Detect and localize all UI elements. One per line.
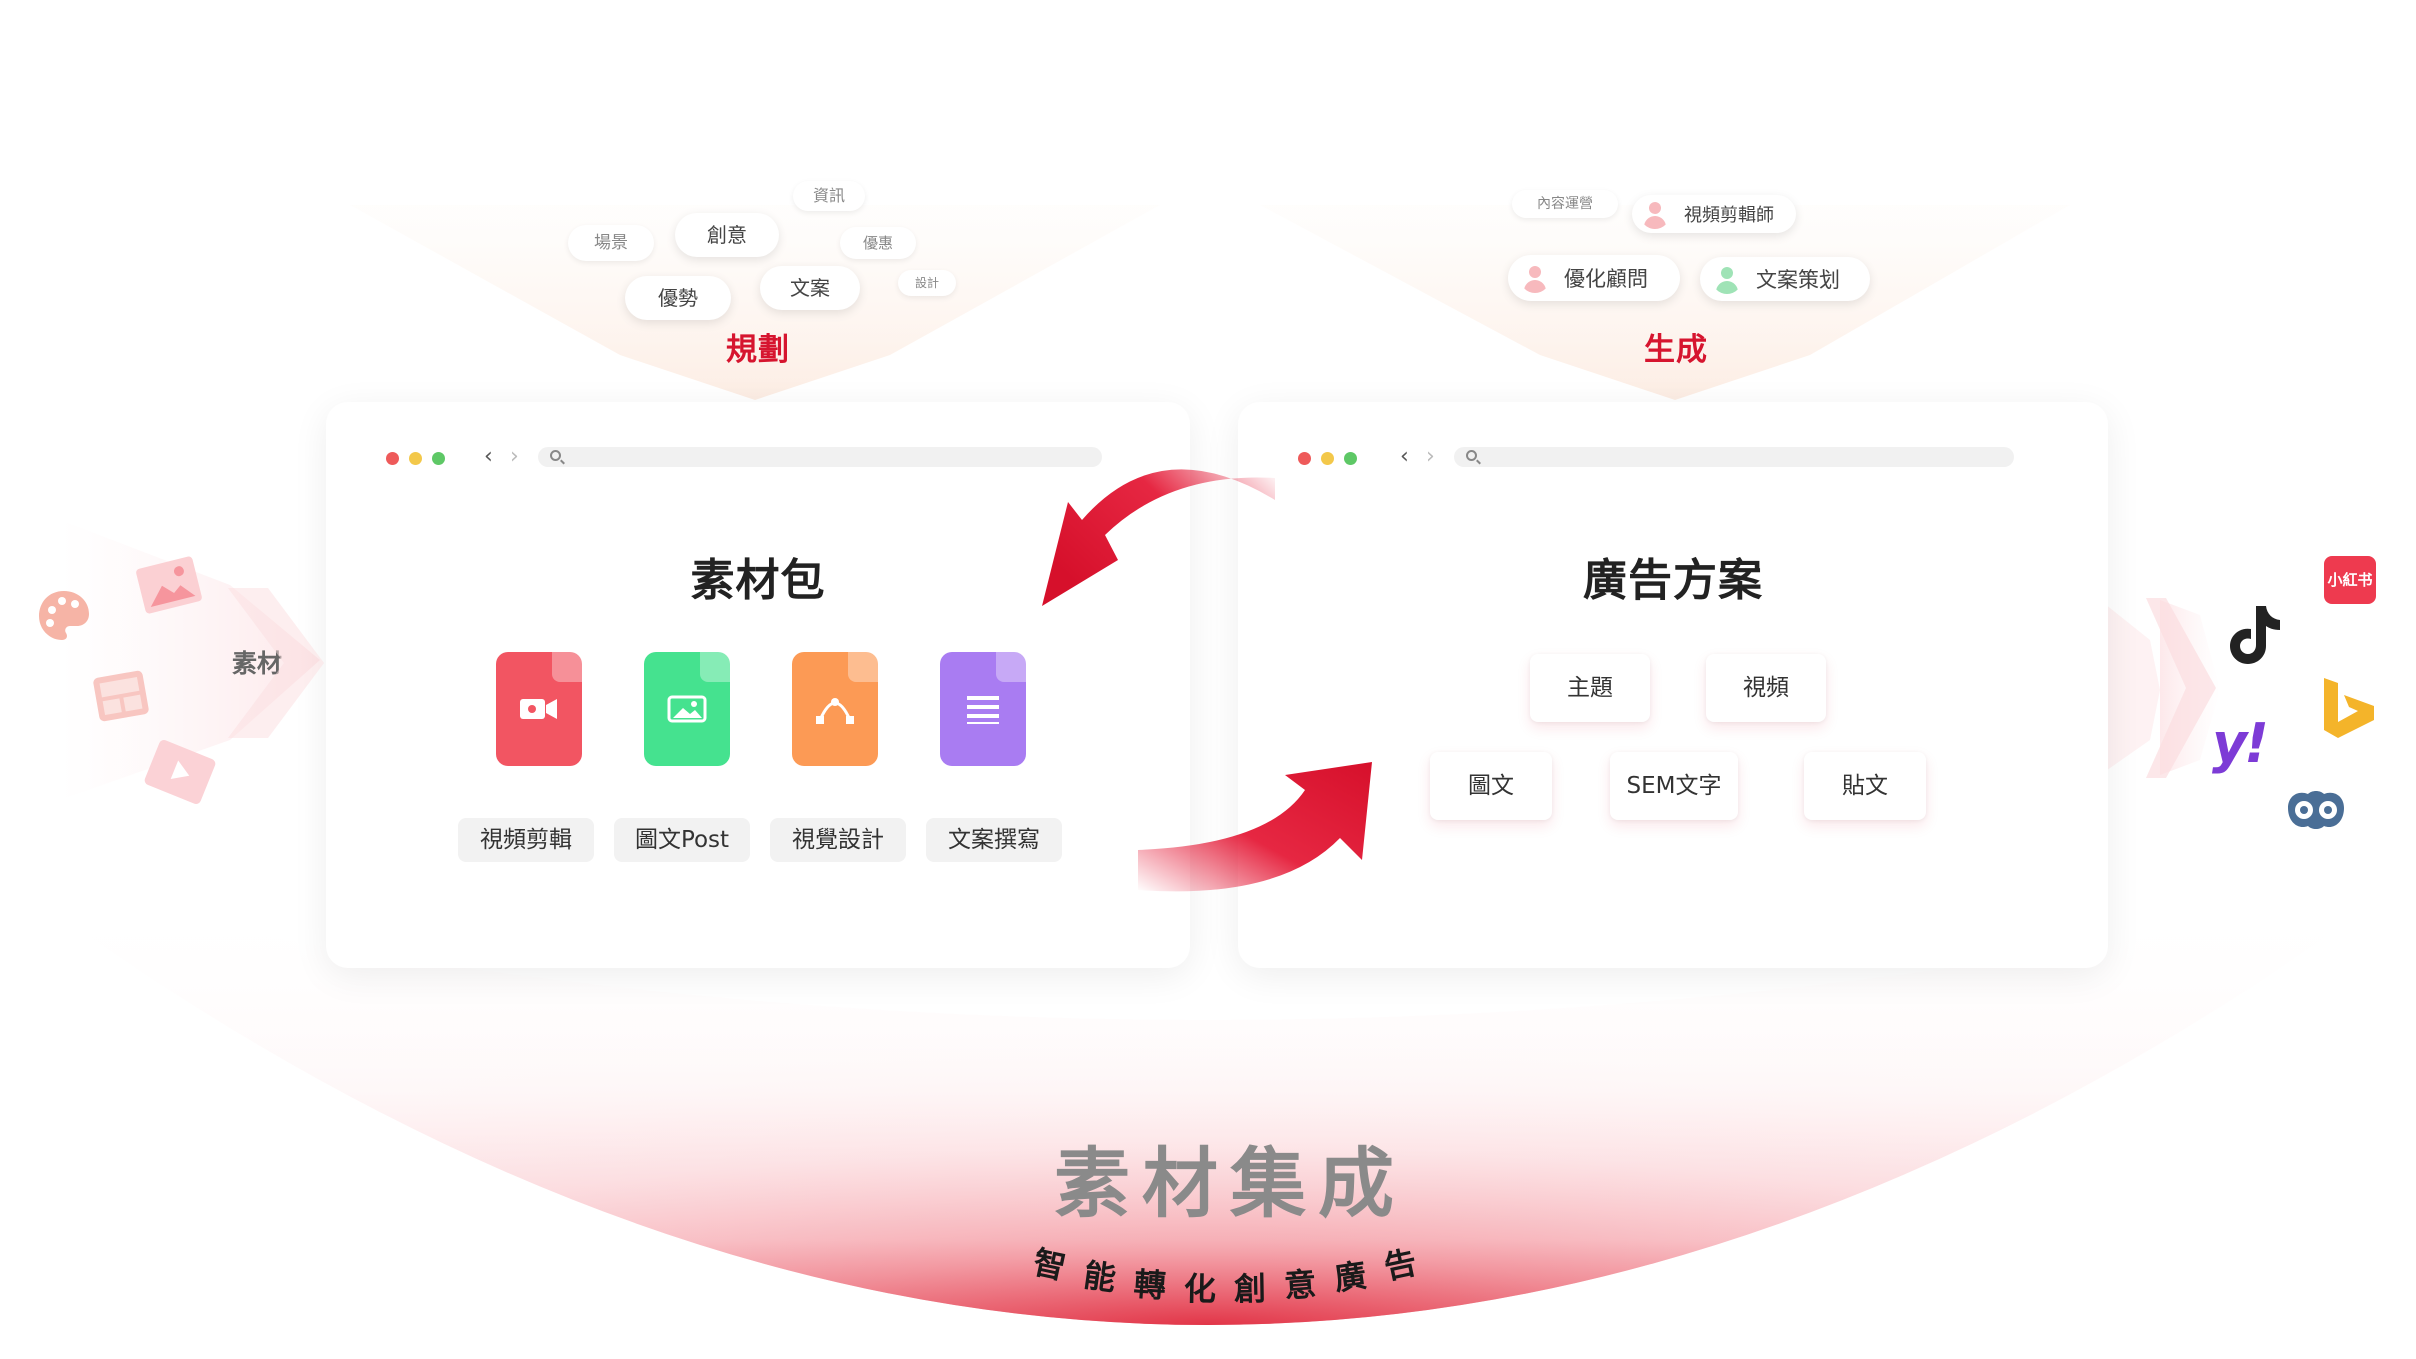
forward-arrow [1138, 762, 1372, 892]
image-file-icon[interactable] [644, 652, 730, 766]
palette-icon [39, 591, 89, 640]
tag-video-editor-label: 視頻剪輯師 [1684, 205, 1774, 226]
subtitle-char: 能 [1081, 1255, 1119, 1299]
minimize-dot[interactable] [1321, 452, 1334, 465]
person-avatar-icon [1640, 199, 1670, 229]
subtitle-char: 轉 [1132, 1264, 1168, 1306]
tag-video-editor: 視頻剪輯師 [1632, 195, 1796, 233]
tag-copy-planner-label: 文案策划 [1756, 268, 1840, 292]
close-dot[interactable] [1298, 452, 1311, 465]
file-label-video-editing[interactable]: 視頻剪輯 [458, 818, 594, 862]
subtitle-char: 化 [1183, 1269, 1217, 1309]
file-label-copywriting[interactable]: 文案撰寫 [926, 818, 1062, 862]
material-pack-title: 素材包 [690, 555, 826, 606]
video-play-icon [144, 740, 216, 804]
material-pack-window: ‹ › 素材包 視頻剪輯 圖文Post 視覺設計 文案撰寫 [326, 402, 1190, 968]
output-flow-arrow-icon [2146, 598, 2216, 778]
person-avatar-icon [1520, 263, 1550, 293]
ad-plan-title: 廣告方案 [1583, 555, 1763, 606]
tag-design: 設計 [898, 270, 956, 296]
tag-discount: 優惠 [840, 227, 916, 259]
plan-card-theme[interactable]: 主題 [1530, 654, 1650, 722]
plan-label: 規劃 [726, 332, 790, 368]
material-integration-title: 素材集成 [1054, 1139, 1406, 1228]
person-avatar-icon [1712, 264, 1742, 294]
window-controls [1298, 452, 1357, 465]
document-file-icon[interactable] [940, 652, 1026, 766]
back-arrow-icon[interactable]: ‹ [484, 444, 493, 469]
forward-arrow-icon[interactable]: › [1426, 444, 1435, 469]
owl-logo [2288, 791, 2344, 829]
file-label-visual-design[interactable]: 視覺設計 [770, 818, 906, 862]
subtitle-char: 創 [1233, 1269, 1267, 1309]
maximize-dot[interactable] [1344, 452, 1357, 465]
tag-creativity: 創意 [675, 213, 779, 257]
video-file-icon[interactable] [496, 652, 582, 766]
plan-card-image-text[interactable]: 圖文 [1430, 752, 1552, 820]
tag-advantage: 優勢 [625, 276, 731, 320]
tag-scene: 場景 [568, 225, 654, 261]
material-flow-arrow-icon [228, 588, 324, 738]
film-icon [93, 670, 149, 722]
address-bar[interactable] [1454, 447, 2014, 467]
material-label: 素材 [232, 649, 283, 678]
tag-copy: 文案 [760, 266, 860, 310]
tag-content-operation: 內容運營 [1512, 190, 1618, 218]
tiktok-logo [2230, 606, 2280, 664]
search-icon [550, 450, 561, 461]
design-file-icon[interactable] [792, 652, 878, 766]
tag-copy-planner: 文案策划 [1700, 257, 1870, 301]
generate-label: 生成 [1644, 332, 1708, 368]
close-dot[interactable] [386, 452, 399, 465]
plan-card-sem-text[interactable]: SEM文字 [1610, 752, 1738, 820]
tag-info: 資訊 [793, 181, 865, 211]
image-icon [136, 556, 202, 614]
search-icon [1466, 450, 1477, 461]
subtitle-char: 意 [1282, 1264, 1318, 1306]
plan-card-post[interactable]: 貼文 [1804, 752, 1926, 820]
xiaohongshu-logo: 小紅书 [2324, 556, 2376, 604]
plan-card-video[interactable]: 視頻 [1706, 654, 1826, 722]
subtitle-char: 廣 [1331, 1255, 1369, 1299]
file-label-image-post[interactable]: 圖文Post [614, 818, 750, 862]
maximize-dot[interactable] [432, 452, 445, 465]
tag-optimization-consultant: 優化顧問 [1508, 255, 1680, 301]
minimize-dot[interactable] [409, 452, 422, 465]
back-arrow-icon[interactable]: ‹ [1400, 444, 1409, 469]
bing-logo [2324, 678, 2374, 738]
window-controls [386, 452, 445, 465]
return-arrow [1042, 469, 1275, 606]
tag-optimization-consultant-label: 優化顧問 [1564, 267, 1648, 291]
forward-arrow-icon[interactable]: › [510, 444, 519, 469]
address-bar[interactable] [538, 447, 1102, 467]
ad-plan-window: ‹ › 廣告方案 主題 視頻 圖文 SEM文字 貼文 [1238, 402, 2108, 968]
yahoo-logo: y! [2212, 712, 2269, 775]
